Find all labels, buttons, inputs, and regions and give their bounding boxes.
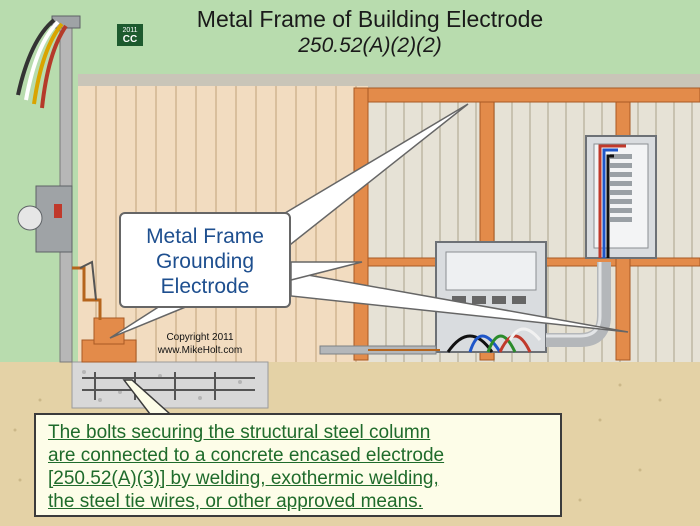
badge-code: CC (122, 34, 138, 45)
note-line-3: [250.52(A)(3)] by welding, exothermic we… (48, 468, 439, 489)
panelboard-interior (593, 143, 649, 249)
code-cycle-badge: 2011 CC (117, 24, 143, 46)
title-line-2: 250.52(A)(2)(2) (298, 34, 442, 57)
service-drop-wires (16, 18, 68, 109)
conduit-highlight (546, 262, 602, 338)
steel-column-left (353, 87, 369, 361)
page-title: Metal Frame of Building Electrode 250.52… (150, 6, 590, 58)
callout-pointer-mid (290, 261, 363, 281)
title-line-1: Metal Frame of Building Electrode (196, 6, 544, 32)
note-line-2: are connected to a concrete encased elec… (48, 445, 445, 466)
junction-box-terminals (452, 296, 526, 304)
junction-box-wires (446, 327, 542, 353)
note-line-1: The bolts securing the structural steel … (48, 422, 431, 443)
callout-line-2: Grounding (155, 250, 255, 273)
breaker-rows (610, 154, 632, 222)
note-line-4: the steel tie wires, or other approved m… (48, 491, 423, 512)
meter-disconnect-icon (35, 185, 73, 253)
copyright-line-2: www.MikeHolt.com (157, 345, 243, 356)
conduit-icon (546, 262, 611, 347)
meter-face (17, 205, 43, 231)
metal-frame-callout: Metal Frame Grounding Electrode (119, 212, 291, 308)
concrete-footing (71, 361, 269, 409)
ground-clamp (79, 260, 97, 301)
steel-top-beam (355, 87, 700, 103)
junction-box-inner (445, 251, 537, 291)
copyright-line-1: Copyright 2011 (166, 332, 234, 343)
column-stub (93, 317, 125, 345)
bolt-note-box: The bolts securing the structural steel … (34, 413, 562, 517)
panel-feeder-wires (598, 144, 626, 258)
callout-pointer-right (290, 271, 629, 333)
badge-year: 2011 (122, 27, 138, 34)
copyright-notice: Copyright 2011 www.MikeHolt.com (140, 331, 260, 357)
disconnect-handle (54, 204, 62, 218)
steel-beam-far (629, 257, 700, 267)
callout-line-1: Metal Frame (146, 225, 264, 248)
wall-top-trim (78, 74, 700, 88)
callout-line-3: Electrode (160, 275, 250, 298)
